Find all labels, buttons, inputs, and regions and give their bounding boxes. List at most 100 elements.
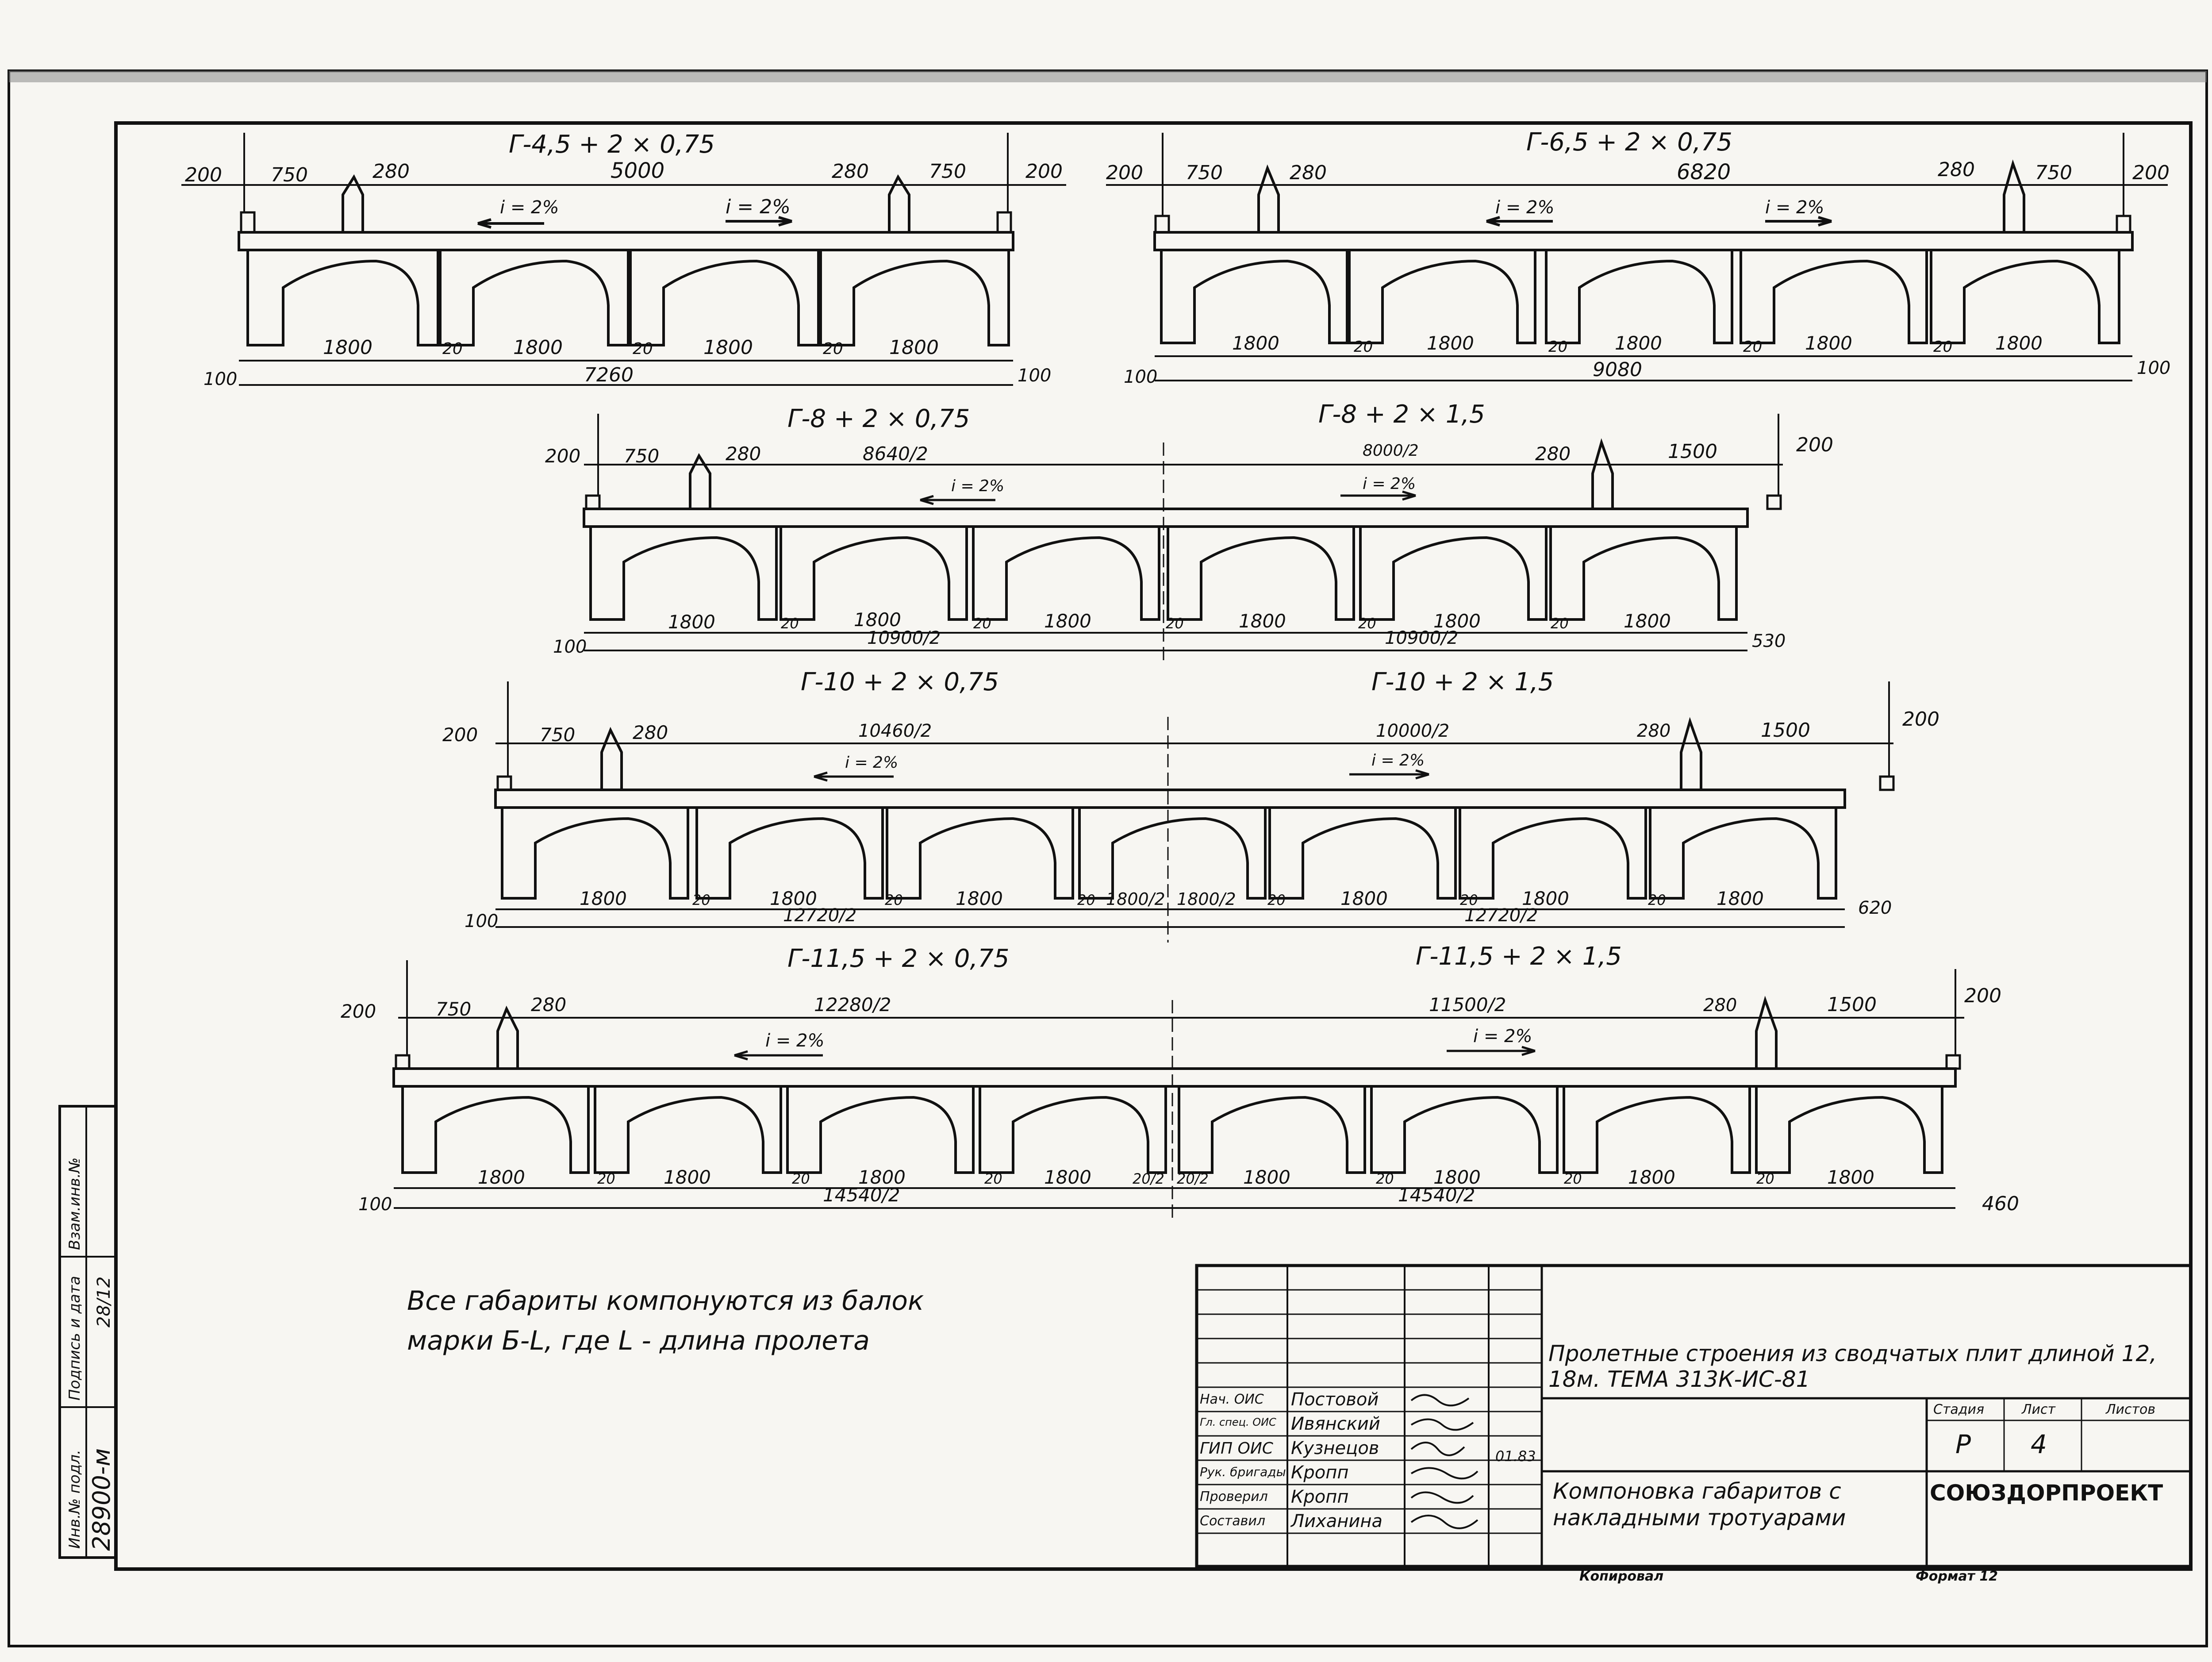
dim-200-right: 200 bbox=[1796, 434, 1833, 456]
vault-unit-1 bbox=[589, 527, 778, 621]
name-kropp-2: Кропп bbox=[1291, 1487, 1349, 1507]
copied-label: Копировал bbox=[1579, 1569, 1664, 1584]
dim-200-right: 200 bbox=[1025, 160, 1063, 183]
dim-span: 1800 bbox=[1044, 1166, 1091, 1188]
slope-label-left: i = 2% bbox=[765, 1031, 825, 1051]
railing-post-right bbox=[1766, 494, 1782, 510]
section-5-title-left: Г-11,5 + 2 × 0,75 bbox=[787, 944, 1009, 973]
section-4-title-left: Г-10 + 2 × 0,75 bbox=[801, 668, 999, 696]
vault-unit-3 bbox=[972, 527, 1160, 621]
dim-gap: 20 bbox=[885, 892, 903, 908]
dim-gap: 20 bbox=[1376, 1170, 1394, 1187]
sheet-number: 4 bbox=[2031, 1429, 2047, 1459]
section-5-title-right: Г-11,5 + 2 × 1,5 bbox=[1416, 942, 1622, 971]
dim-edge-left: 100 bbox=[358, 1194, 392, 1215]
vault-unit-1 bbox=[401, 1086, 590, 1174]
signature-3 bbox=[1410, 1442, 1465, 1456]
section-3-title-left: Г-8 + 2 × 0,75 bbox=[787, 404, 970, 433]
dim-span: 1800 bbox=[1805, 332, 1852, 354]
dim-span: 1800 bbox=[1827, 1166, 1874, 1188]
section-4-title-right: Г-10 + 2 × 1,5 bbox=[1371, 668, 1554, 696]
vault-unit-4 bbox=[979, 1086, 1167, 1174]
slope-arrow-right bbox=[1349, 769, 1429, 780]
dim-280-left: 280 bbox=[373, 160, 410, 183]
slope-arrow-right bbox=[1447, 1046, 1536, 1056]
dim-280-right: 280 bbox=[1938, 158, 1975, 181]
section-1-title: Г-4,5 + 2 × 0,75 bbox=[509, 130, 715, 159]
dim-750-left: 750 bbox=[540, 724, 575, 746]
barrier-left bbox=[689, 453, 711, 509]
deck-slab bbox=[583, 508, 1749, 528]
dim-span: 1800 bbox=[854, 609, 901, 631]
vault-unit-6 bbox=[1370, 1086, 1559, 1174]
dim-280-left: 280 bbox=[1290, 162, 1327, 184]
note-line-1: Все габариты компонуются из балок bbox=[407, 1285, 924, 1316]
vault-unit-1 bbox=[246, 250, 439, 346]
railing-post-left bbox=[496, 775, 512, 791]
dim-gap: 20 bbox=[1756, 1170, 1774, 1187]
dim-gap: 20 bbox=[1358, 615, 1376, 632]
signature-2 bbox=[1410, 1418, 1474, 1431]
slope-arrow-left bbox=[814, 771, 894, 782]
dim-span: 1800 bbox=[1433, 610, 1481, 632]
general-note: Все габариты компонуются из балок марки … bbox=[407, 1285, 924, 1356]
dim-750-left: 750 bbox=[624, 445, 659, 467]
barrier-right bbox=[2003, 159, 2025, 232]
stage-value: Р bbox=[1955, 1429, 1971, 1459]
vault-unit-8 bbox=[1755, 1086, 1943, 1174]
dim-200-right: 200 bbox=[1964, 985, 2001, 1007]
name-kuznetsov: Кузнецов bbox=[1291, 1438, 1379, 1458]
dim-span: 1800 bbox=[1628, 1166, 1675, 1188]
section-3-title-right: Г-8 + 2 × 1,5 bbox=[1318, 400, 1485, 429]
dim-200-left: 200 bbox=[442, 724, 478, 746]
barrier-left bbox=[496, 1005, 519, 1069]
barrier-right bbox=[1755, 996, 1778, 1069]
dim-750-right: 750 bbox=[2035, 162, 2072, 184]
sheet-label: Лист bbox=[2022, 1402, 2056, 1417]
dim-1500-right: 1500 bbox=[1827, 993, 1877, 1016]
note-line-2: марки Б-L, где L - длина пролета bbox=[407, 1325, 870, 1356]
dim-span: 1800 bbox=[1427, 332, 1474, 354]
deck-slab bbox=[392, 1067, 1957, 1088]
vault-unit-4 bbox=[819, 250, 1010, 346]
dim-overall-right: 14540/2 bbox=[1398, 1184, 1475, 1206]
vault-unit-7 bbox=[1563, 1086, 1751, 1174]
dim-gap: 20 bbox=[633, 340, 653, 358]
dim-edge-right: 620 bbox=[1858, 898, 1892, 918]
vault-units bbox=[501, 808, 1837, 900]
name-postovoy: Постовой bbox=[1291, 1389, 1379, 1410]
dim-200-right: 200 bbox=[1902, 708, 1939, 731]
section-1-bottom-dims: 1800 1800 1800 1800 20 20 20 7260 100 10… bbox=[204, 336, 1051, 389]
dim-gap: 20 bbox=[442, 340, 463, 358]
vault-unit-5 bbox=[1178, 1086, 1366, 1174]
dim-750-right: 750 bbox=[929, 160, 966, 183]
dim-gap: 20 bbox=[1551, 615, 1569, 632]
dim-span: 1800 bbox=[770, 888, 817, 909]
scan-top-strip bbox=[9, 71, 2207, 82]
barrier-left bbox=[342, 174, 364, 232]
dim-1500-right: 1500 bbox=[1668, 440, 1717, 463]
side-stamp-sign-value: 28/12 bbox=[94, 1277, 114, 1327]
railing-post-left bbox=[1154, 215, 1170, 234]
dim-750-left: 750 bbox=[1186, 162, 1223, 184]
dim-overall: 7260 bbox=[584, 364, 634, 386]
side-stamp: Инв.№ подл. 28900-м Подпись и дата 28/12… bbox=[58, 1105, 117, 1559]
name-kropp-1: Кропп bbox=[1291, 1462, 1349, 1483]
slope-label-right: i = 2% bbox=[1371, 751, 1425, 769]
slope-arrow-left bbox=[920, 495, 995, 505]
title-block-frame bbox=[1195, 1264, 2193, 1568]
dim-span: 1800 bbox=[1624, 610, 1671, 632]
slope-label-right: i = 2% bbox=[1363, 475, 1416, 493]
dim-gap: 20 bbox=[1933, 338, 1952, 356]
title-block-grid bbox=[1195, 1264, 2193, 1568]
section-1: Г-4,5 + 2 × 0,75 200 750 280 5000 280 75… bbox=[181, 130, 1066, 389]
slope-arrow-right bbox=[1340, 490, 1416, 501]
slope-label-left: i = 2% bbox=[951, 477, 1004, 495]
railings bbox=[1154, 133, 2131, 234]
railing-post-right bbox=[2116, 215, 2131, 234]
dim-span: 1800 bbox=[1340, 888, 1388, 909]
dim-span: 1800 bbox=[513, 336, 563, 359]
dim-280-right: 280 bbox=[832, 160, 869, 183]
vault-unit-2 bbox=[1348, 250, 1536, 344]
deck-slab bbox=[494, 789, 1846, 809]
